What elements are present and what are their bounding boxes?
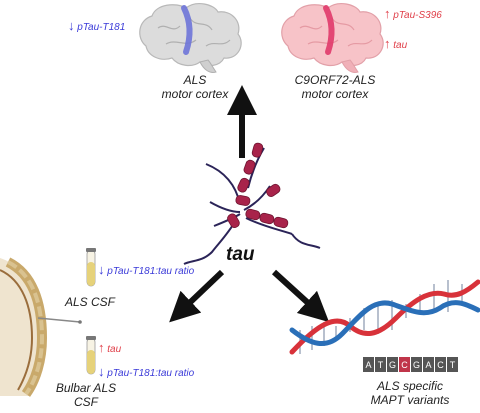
c9-cortex-title: C9ORF72-ALS motor cortex xyxy=(294,73,376,101)
bulbar-csf-marker-1: ↑ tau xyxy=(98,340,122,355)
seq-letter: A xyxy=(365,360,371,370)
spine-icon xyxy=(0,257,82,397)
brain-icon-als xyxy=(139,3,242,73)
arrow-up-icon: ↑ xyxy=(98,340,105,355)
mapt-title: ALS specific MAPT variants xyxy=(370,379,450,407)
als-csf-marker-1: ↓ pTau-T181:tau ratio xyxy=(98,262,195,277)
brain-icon-c9 xyxy=(281,3,384,73)
arrow-down-icon: ↓ xyxy=(98,262,105,277)
dna-helix-icon xyxy=(289,279,480,355)
seq-letter: G xyxy=(389,360,396,370)
arrow-down-icon: ↓ xyxy=(68,18,75,33)
arrow-up-icon: ↑ xyxy=(384,36,391,51)
seq-letter: T xyxy=(378,360,384,370)
als-csf-title: ALS CSF xyxy=(64,295,115,309)
arrow-up-icon: ↑ xyxy=(384,6,391,21)
tau-fibril-icon xyxy=(183,142,321,265)
bulbar-csf-title: Bulbar ALS CSF xyxy=(55,381,117,409)
seq-letter: C xyxy=(437,360,444,370)
als-cortex-title: ALS motor cortex xyxy=(161,73,229,101)
seq-letter: G xyxy=(413,360,420,370)
arrow-icon-left xyxy=(169,269,225,323)
arrow-icon-right xyxy=(271,269,330,323)
seq-letter: A xyxy=(425,360,431,370)
sequence-tiles: A T G C G A C T xyxy=(363,357,458,372)
arrows xyxy=(169,85,330,323)
csf-tube-icon-als xyxy=(86,248,96,287)
csf-tube-icon-bulbar xyxy=(86,336,96,375)
arrow-down-icon: ↓ xyxy=(98,364,105,379)
seq-letter: T xyxy=(450,360,456,370)
c9-cortex-marker-1: ↑ pTau-S396 xyxy=(384,6,442,21)
c9-cortex-marker-2: ↑ tau xyxy=(384,36,408,51)
als-cortex-marker-1: ↓ pTau-T181 xyxy=(68,18,126,33)
seq-letter-highlight: C xyxy=(401,360,408,370)
bulbar-csf-marker-2: ↓ pTau-T181:tau ratio xyxy=(98,364,195,379)
center-tau-label: tau xyxy=(226,244,255,265)
